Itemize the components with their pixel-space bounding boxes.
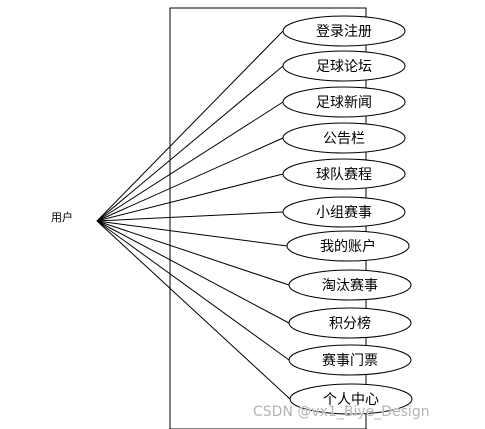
use-case-bulletin: 公告栏 (282, 122, 406, 154)
use-case-news: 足球新闻 (282, 86, 406, 118)
use-case-personal-center: 个人中心 (289, 383, 413, 415)
use-case-tickets: 赛事门票 (288, 344, 412, 376)
use-case-forum: 足球论坛 (282, 50, 406, 82)
association-line-team-schedule (96, 173, 284, 222)
association-line-my-account (96, 220, 288, 247)
use-case-ellipse (282, 196, 406, 228)
use-case-label: 球队赛程 (316, 167, 372, 183)
use-case-ellipse (282, 15, 406, 47)
use-case-ellipse (288, 344, 412, 376)
use-case-team-schedule: 球队赛程 (282, 158, 406, 190)
use-case-knockout: 淘汰赛事 (288, 269, 412, 301)
association-line-group-match (96, 211, 284, 222)
association-line-tickets (96, 220, 290, 361)
association-line-forum (96, 65, 284, 222)
association-line-login (96, 30, 284, 222)
use-case-label: 我的账户 (320, 238, 376, 255)
use-case-label: 足球新闻 (316, 95, 372, 111)
association-line-leaderboard (96, 220, 290, 324)
use-case-label: 登录注册 (316, 24, 372, 40)
use-case-login: 登录注册 (282, 15, 406, 47)
watermark: CSDN @vx1_Biye_Design (253, 404, 430, 420)
actor-label: 用户 (51, 210, 73, 224)
use-case-label: 积分榜 (329, 315, 371, 332)
use-case-leaderboard: 积分榜 (288, 307, 412, 339)
use-case-ellipse (282, 122, 406, 154)
use-case-label: 淘汰赛事 (322, 278, 378, 294)
use-case-ellipse (282, 86, 406, 118)
use-case-ellipse (288, 269, 412, 301)
association-line-bulletin (96, 137, 284, 222)
use-case-list: 登录注册足球论坛足球新闻公告栏球队赛程小组赛事我的账户淘汰赛事积分榜赛事门票个人… (282, 15, 413, 415)
use-case-label: 个人中心 (323, 392, 379, 408)
association-line-personal-center (96, 220, 291, 400)
association-line-knockout (96, 220, 290, 286)
association-line-news (96, 101, 284, 222)
use-case-label: 赛事门票 (322, 353, 378, 369)
use-case-label: 小组赛事 (316, 205, 372, 221)
use-case-ellipse (282, 158, 406, 190)
use-case-my-account: 我的账户 (286, 230, 410, 262)
use-case-group-match: 小组赛事 (282, 196, 406, 228)
use-case-ellipse (282, 50, 406, 82)
association-lines (96, 30, 291, 400)
use-case-ellipse (286, 230, 410, 262)
use-case-ellipse (289, 383, 413, 415)
use-case-ellipse (288, 307, 412, 339)
use-case-label: 足球论坛 (316, 59, 372, 75)
use-case-label: 公告栏 (323, 131, 365, 147)
